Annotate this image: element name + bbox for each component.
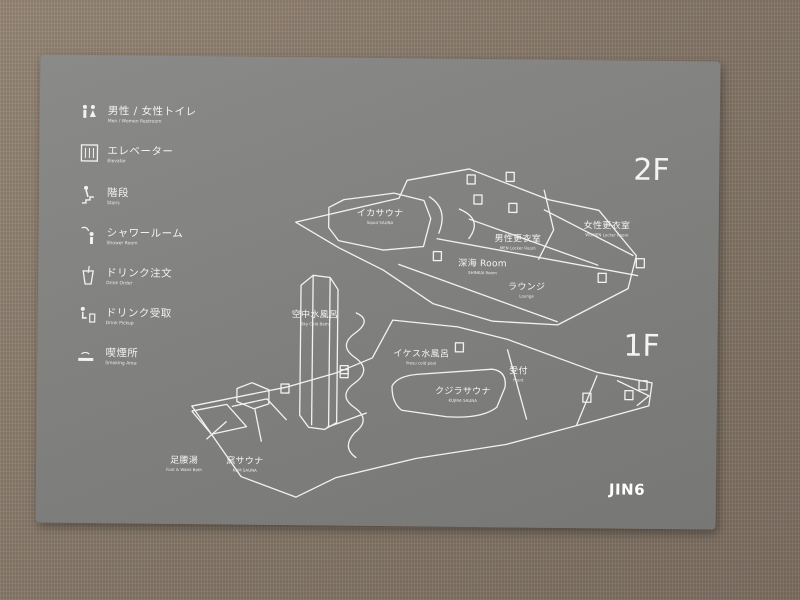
room-label-shinkai: 深海 Room SHINKAI Room (458, 256, 507, 276)
restroom-marker (582, 392, 592, 403)
stairs-marker (339, 364, 349, 375)
room-name: ラウンジ (508, 282, 546, 293)
foot-bath-shape (191, 403, 248, 435)
smoking-icon (78, 351, 94, 362)
sky-cold-bath-tower (299, 274, 339, 431)
room-label-kujira-sauna: クジラサウナ KUJIRA SAUNA (435, 384, 491, 404)
kama-sauna-box (236, 382, 270, 410)
room-name: 足腰湯 (170, 455, 199, 467)
floor-2f-wall (436, 237, 639, 277)
restroom-marker (505, 171, 515, 183)
floor-map-sign: 男性 / 女性トイレ Men / Women Restroom エレベーター E… (35, 54, 721, 530)
legend-item-elevator: エレベーター Elevator (79, 143, 249, 175)
room-name: イカサウナ (356, 208, 404, 220)
room-name-en: KUM SAUNA (232, 467, 257, 473)
restroom-icon (82, 104, 96, 118)
restroom-marker (624, 389, 634, 401)
room-label-mens-locker: 男性更衣室 MEN Locker Room (494, 231, 542, 251)
room-name-en: Squid SAUNA (366, 219, 394, 226)
legend-item-smoking: 喫煙所 Smoking Area (77, 345, 247, 377)
floor-tag-2f: 2F (633, 152, 670, 189)
floor-2f-wall (398, 263, 558, 323)
floor-2f-curve (428, 195, 443, 234)
room-label-sky-cold-bath: 空中水風呂 Sky Cold Bath (292, 307, 339, 326)
room-name: クジラサウナ (434, 386, 491, 398)
room-name: 女性更衣室 (583, 221, 631, 232)
legend: 男性 / 女性トイレ Men / Women Restroom エレベーター E… (78, 103, 250, 366)
floor-2f-wall (543, 209, 634, 257)
room-name-en: SHINKAI Room (468, 269, 497, 276)
stairs-icon (81, 185, 94, 204)
room-label-ika-sauna: イカサウナ Squid SAUNA (357, 206, 404, 225)
floor-tag-1f: 1F (623, 328, 660, 364)
legend-item-restroom: 男性 / 女性トイレ Men / Women Restroom (80, 103, 250, 135)
room-label-womens-locker: 女性更衣室 WOMEN Locker Room (584, 218, 631, 237)
room-name: 受付 (509, 366, 528, 377)
shower-icon (81, 226, 94, 245)
leader-line (254, 408, 263, 442)
room-label-foot-bath: 足腰湯 Foot & Waist Bath (166, 453, 202, 472)
room-name-en: WOMEN Locker Room (585, 232, 629, 238)
kujira-sauna-shape (391, 368, 506, 418)
room-label-front: 受付 Front (509, 363, 528, 382)
drink-order-icon (82, 265, 94, 285)
room-name-en: Ikesu cold pool (406, 360, 437, 366)
floor-1f-wall (506, 349, 528, 420)
drink-pickup-marker (454, 342, 465, 353)
restroom-marker (635, 258, 646, 269)
floor-1f-wall (616, 379, 650, 407)
elevator-marker (432, 250, 443, 262)
elevator-marker (280, 383, 290, 394)
floor-2f-wall (537, 189, 555, 260)
restroom-marker (638, 380, 648, 391)
room-name: 窯サウナ (226, 456, 264, 467)
tower-edge (327, 277, 331, 428)
floor-2f-wall (468, 218, 599, 266)
room-name-en: Lounge (519, 293, 534, 299)
room-label-kama-sauna: 窯サウナ KUM SAUNA (226, 453, 263, 472)
room-name-en: MEN Locker Room (499, 245, 536, 251)
room-label-ikasu-cold-bath: イケス水風呂 Ikesu cold pool (393, 346, 449, 366)
spiral-stairs (345, 312, 365, 459)
leader-line (206, 420, 228, 440)
shower-marker (508, 202, 518, 214)
floor-1f-wall (231, 398, 288, 421)
restroom-marker (473, 194, 483, 205)
restroom-marker (597, 272, 607, 284)
floor-2f-curve (458, 208, 475, 240)
room-name-en: Front (513, 377, 524, 383)
floor-plan-drawing (191, 168, 653, 498)
room-name-en: Foot & Waist Bath (166, 466, 202, 473)
room-name: 空中水風呂 (291, 310, 339, 321)
room-name: イケス水風呂 (393, 349, 450, 360)
brand-logo: JIN6 (608, 480, 646, 499)
legend-item-shower: シャワールーム Shower Room (78, 225, 248, 257)
floor-1f-wall (576, 375, 598, 426)
legend-item-drink-order: ドリンク注文 Drink Order (78, 265, 248, 297)
tower-edge (310, 275, 314, 426)
room-name: 深海 Room (458, 258, 507, 270)
floor-2f-outline (295, 168, 638, 326)
restroom-marker (466, 174, 476, 185)
room-label-lounge: ラウンジ Lounge (508, 279, 545, 298)
ika-sauna-shape (328, 192, 432, 251)
drink-pickup-icon (80, 306, 96, 323)
elevator-icon (80, 144, 99, 162)
room-name-en: Sky Cold Bath (300, 321, 329, 327)
room-name-en: KUJIRA SAUNA (448, 397, 478, 404)
room-name: 男性更衣室 (494, 234, 542, 245)
legend-item-drink-pickup: ドリンク受取 Drink Pickup (78, 305, 248, 337)
legend-item-stairs: 階段 Stairs (79, 185, 249, 217)
